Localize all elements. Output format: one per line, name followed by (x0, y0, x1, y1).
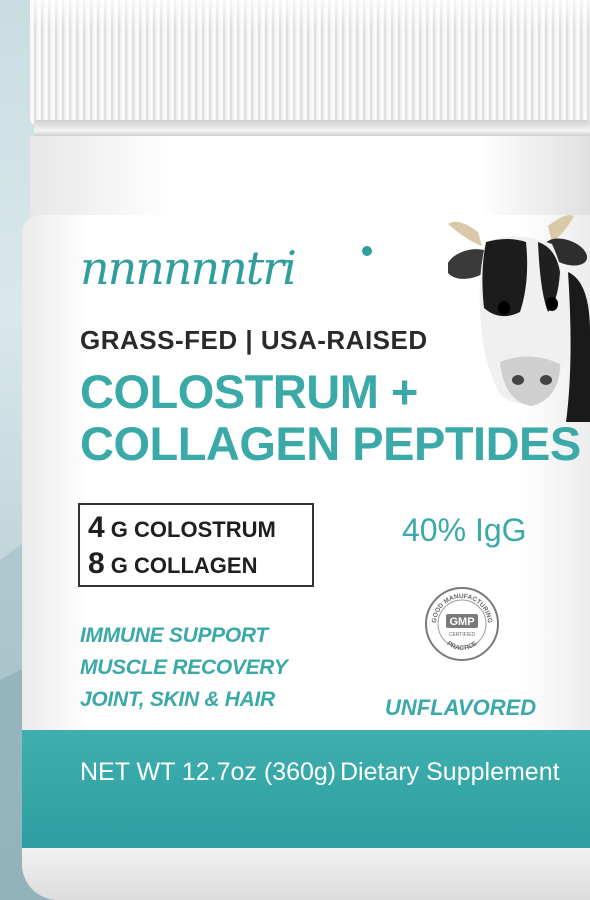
jar-lid-rim (34, 120, 590, 138)
dose-box: 4 G COLOSTRUM 8 G COLLAGEN (78, 503, 314, 587)
net-weight: NET WT 12.7oz (360g) (80, 758, 337, 786)
dose-colostrum-amount: 4 (88, 511, 105, 544)
benefit-muscle: MUSCLE RECOVERY (80, 656, 288, 679)
gmp-center-text: GMP (449, 616, 474, 628)
product-title-line2: COLLAGEN PEPTIDES (80, 417, 581, 470)
cow-image (448, 215, 590, 422)
benefit-immune: IMMUNE SUPPORT (80, 624, 268, 647)
jar-bottom (22, 848, 590, 900)
gmp-sub-text: CERTIFIED (449, 632, 476, 638)
igg-percentage: 40% IgG (402, 512, 527, 548)
dose-colostrum: 4 G COLOSTRUM (88, 511, 304, 547)
product-tagline: GRASS-FED | USA-RAISED (80, 325, 428, 355)
brand-logo: nnnnnntri (80, 241, 297, 295)
product-title-line1: COLOSTRUM + (80, 365, 418, 418)
product-category: Dietary Supplement (340, 758, 560, 786)
dose-collagen-amount: 8 (88, 547, 105, 580)
jar-neck (30, 136, 590, 218)
jar-lid (30, 0, 590, 125)
dose-collagen-label: G COLLAGEN (104, 553, 258, 578)
benefit-joint: JOINT, SKIN & HAIR (80, 688, 275, 711)
dose-colostrum-label: G COLOSTRUM (104, 517, 276, 542)
gmp-badge-icon: GOOD MANUFACTURING GMP CERTIFIED PRACTIC… (425, 587, 499, 661)
jar-body (22, 215, 590, 900)
label-teal-band (22, 730, 590, 848)
flavor-label: UNFLAVORED (385, 695, 537, 720)
dose-collagen: 8 G COLLAGEN (88, 547, 304, 583)
brand-logo-dot (362, 246, 372, 256)
